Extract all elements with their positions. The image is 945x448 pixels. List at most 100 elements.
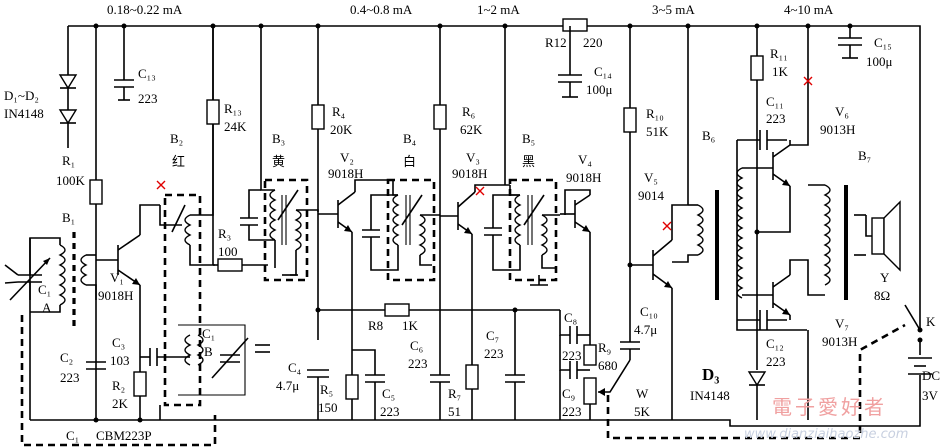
- v6-transistor: [742, 26, 809, 233]
- c15-label: C₁₅: [874, 35, 892, 50]
- r2-label: R₂: [112, 378, 125, 393]
- c12-label: C₁₂: [766, 336, 784, 351]
- gang-link: [20, 315, 217, 447]
- r4-value: 20K: [330, 122, 353, 137]
- c1b-tuning-capacitor: [159, 324, 270, 420]
- c1a-label: C₁: [38, 282, 51, 297]
- v4-label: V₄: [578, 152, 592, 167]
- r1-value: 100K: [56, 173, 86, 188]
- c4-label: C₄: [288, 360, 302, 375]
- c3-capacitor: [140, 348, 185, 366]
- c5-capacitor: [352, 349, 385, 420]
- r3-label: R₃: [218, 226, 231, 241]
- b3-if-transformer: [240, 26, 309, 282]
- c2-capacitor: [86, 361, 106, 370]
- b2-label: B₂: [170, 131, 183, 146]
- r8-label: R8: [368, 318, 383, 333]
- r5-value: 150: [318, 400, 338, 415]
- v5-transistor: [630, 204, 688, 420]
- r7-resistor: [465, 364, 479, 420]
- v7-transistor: [742, 259, 825, 420]
- r3-value: 100: [218, 244, 238, 259]
- b6-driver-transformer: [672, 26, 744, 300]
- v6-label: V₆: [835, 104, 849, 119]
- c1b-label: C₁: [202, 326, 215, 341]
- c4-value: 4.7μ: [276, 378, 299, 393]
- c2-label: C₂: [60, 350, 73, 365]
- power-rail: [68, 18, 921, 330]
- c6-value: 223: [408, 356, 428, 371]
- c8-value: 223: [562, 348, 582, 363]
- b3-color: 黄: [272, 155, 285, 170]
- r10-label: R₁₀: [646, 106, 664, 121]
- r1-label: R₁: [62, 153, 75, 168]
- current-label-stage3: 1~2 mA: [477, 2, 520, 17]
- current-label-stage4: 3~5 mA: [652, 2, 695, 17]
- w-value: 5K: [634, 404, 651, 419]
- c13-capacitor: [114, 26, 134, 101]
- c13-value: 223: [138, 91, 158, 106]
- w-potentiometer: [583, 359, 631, 420]
- v6-type: 9013H: [820, 122, 855, 137]
- r4-label: R₄: [332, 104, 346, 119]
- r10-value: 51K: [646, 124, 669, 139]
- c15-value: 100μ: [866, 54, 893, 69]
- battery-label: DC: [922, 368, 940, 383]
- v2-type: 9018H: [328, 166, 363, 181]
- c11-value: 223: [766, 111, 786, 126]
- v7-type: 9013H: [822, 334, 857, 349]
- r10-resistor: [623, 26, 637, 268]
- v7-label: V₇: [835, 316, 849, 331]
- current-test-points: [156, 76, 813, 231]
- c10-capacitor: [620, 268, 640, 360]
- r9-resistor: [583, 344, 597, 366]
- current-label-stage1: 0.18~0.22 mA: [107, 2, 183, 17]
- v1-label: V₁: [110, 270, 124, 285]
- b5-if-transformer: [484, 178, 558, 286]
- r11-value: 1K: [772, 64, 789, 79]
- r9-value: 680: [598, 358, 618, 373]
- junction-dots: [93, 23, 853, 423]
- c5-value: 223: [380, 404, 400, 419]
- b7-output-transformer: [808, 184, 866, 300]
- w-label: W: [636, 386, 649, 401]
- watermark-url: www.dianziaihaozhe.com: [744, 427, 908, 442]
- c4-capacitor: [307, 369, 329, 420]
- d1-d2-type: IN4148: [4, 106, 44, 121]
- v3-label: V₃: [466, 150, 480, 165]
- c14-value: 100μ: [586, 82, 613, 97]
- c6-label: C₆: [410, 338, 423, 353]
- battery-dc: [908, 357, 932, 375]
- r5-label: R₅: [320, 382, 333, 397]
- current-label-stage5: 4~10 mA: [784, 2, 834, 17]
- d3-diode: [747, 232, 767, 420]
- b4-color: 白: [403, 154, 416, 170]
- v1-type: 9018H: [98, 288, 133, 303]
- c5-label: C₅: [382, 386, 395, 401]
- v5-label: V₅: [644, 170, 658, 185]
- c14-label: C₁₄: [594, 64, 612, 79]
- c12-value: 223: [766, 354, 786, 369]
- c10-value: 4.7μ: [634, 322, 657, 337]
- r9-label: R₉: [598, 340, 611, 355]
- c3-label: C₃: [112, 335, 125, 350]
- speaker-y: [865, 200, 901, 272]
- c2-value: 223: [60, 370, 80, 385]
- c1-part-number: CBM223P: [96, 428, 152, 443]
- r11-label: R₁₁: [770, 46, 788, 61]
- b1-antenna-coil: [29, 232, 97, 330]
- r11-resistor: [750, 26, 764, 232]
- c8-label: C₈: [564, 310, 577, 325]
- d1-d2-label: D₁~D₂: [4, 88, 39, 103]
- r5-resistor: [345, 340, 359, 420]
- c15-capacitor: [838, 26, 862, 59]
- c9-capacitor: [559, 335, 590, 420]
- c7-capacitor: [505, 310, 525, 420]
- ground-rail: [30, 375, 921, 427]
- v4-transistor: [504, 26, 591, 365]
- v5-type: 9014: [638, 188, 665, 203]
- r3-resistor: [213, 258, 268, 272]
- r7-value: 51: [448, 404, 461, 419]
- r2-resistor: [133, 371, 147, 397]
